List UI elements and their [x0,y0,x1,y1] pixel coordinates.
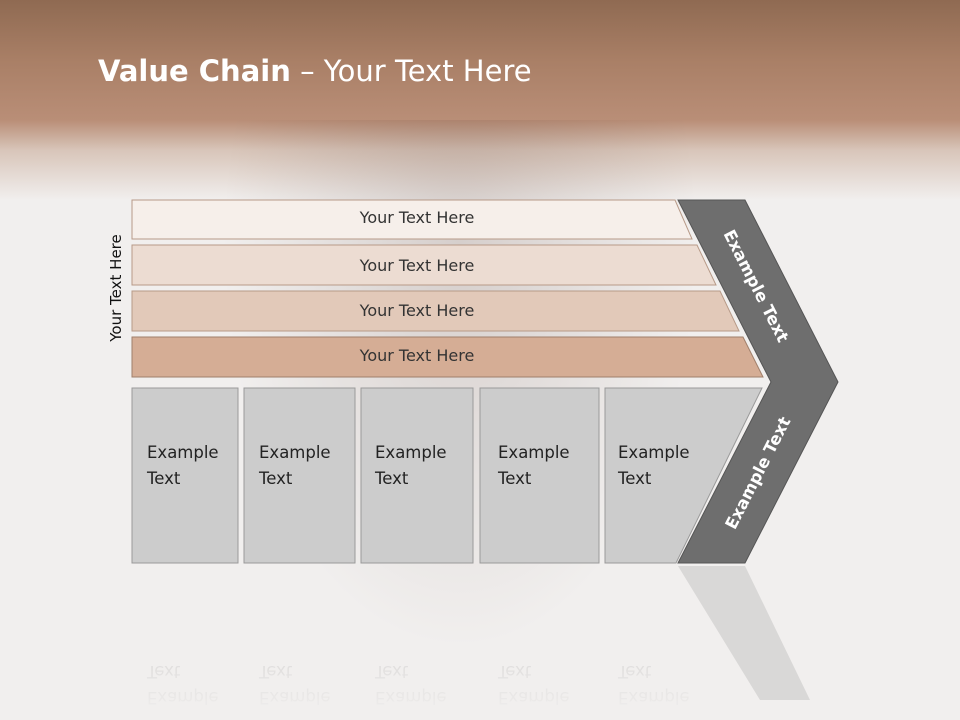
column-label-2: Example Text [259,440,331,492]
column-3-line1: Example [375,443,447,462]
column-label-1: Example Text [147,440,219,492]
slide-title: Value Chain – Your Text Here [98,54,532,88]
column-label-4: Example Text [498,440,570,492]
column-4-line1: Example [498,443,570,462]
title-rest: – Your Text Here [290,54,532,88]
column-3 [360,387,474,564]
column-2-line2: Text [259,469,293,488]
column-5 [604,387,763,564]
column-1-line1: Example [147,443,219,462]
column-label-3: Example Text [375,440,447,492]
column-4 [479,387,600,564]
column-5-line1: Example [618,443,690,462]
bar-4 [131,336,764,378]
bar-label-1: Your Text Here [359,208,475,227]
column-3-line2: Text [375,469,409,488]
bar-1 [131,199,693,240]
column-2-line1: Example [259,443,331,462]
bar-label-3: Your Text Here [359,301,475,320]
column-2 [243,387,356,564]
column-5-line2: Text [618,469,652,488]
bar-2 [131,244,717,286]
column-1 [131,387,239,564]
bar-label-4: Your Text Here [359,346,475,365]
column-label-5: Example Text [618,440,690,492]
chevron-reflection [678,566,810,700]
chevron-arrow [677,199,839,564]
column-1-line2: Text [147,469,181,488]
title-bold: Value Chain [98,54,291,88]
bar-3 [131,290,740,332]
bar-label-2: Your Text Here [359,256,475,275]
header-band [0,0,960,200]
column-4-line2: Text [498,469,532,488]
